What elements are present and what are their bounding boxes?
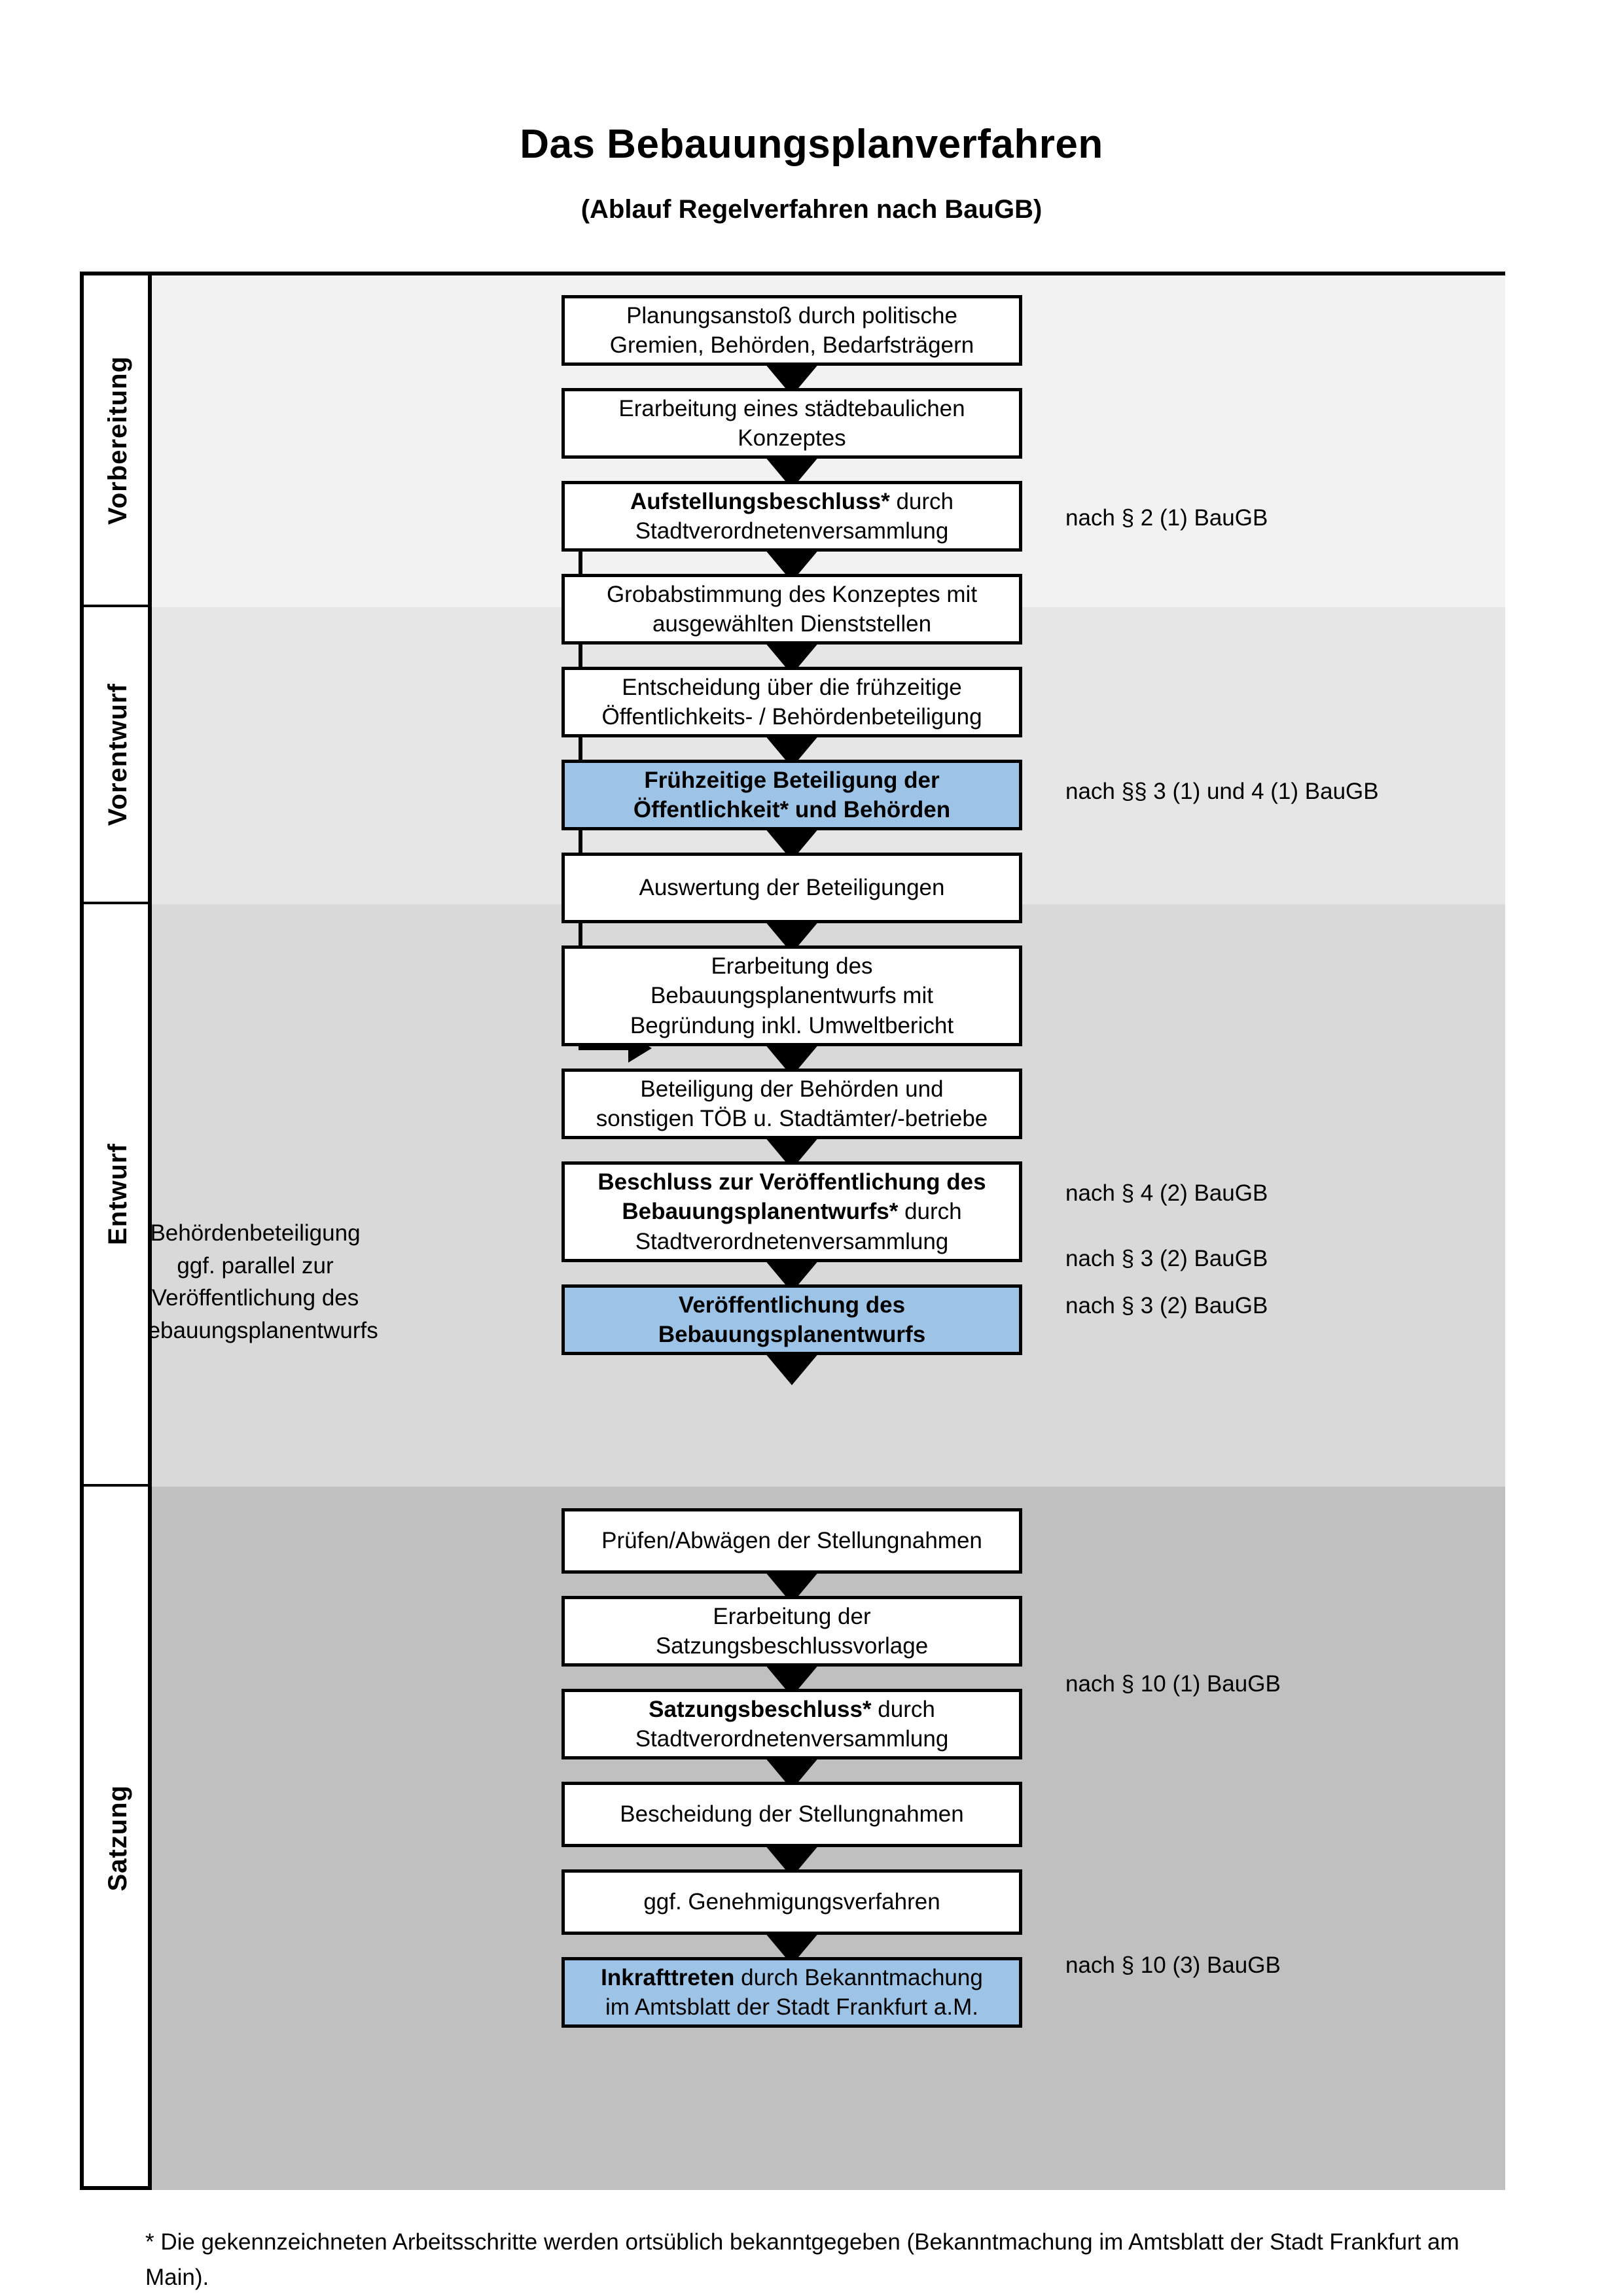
flow-box-15-line1: Bescheidung der Stellungnahmen	[620, 1801, 964, 1828]
flow-box-16[interactable]: ggf. Genehmigungsverfahren	[562, 1869, 1022, 1935]
flow-box-13-line2: Satzungsbeschlussvorlage	[655, 1633, 929, 1659]
flow-box-4-line2: ausgewählten Dienststellen	[652, 611, 932, 637]
flow-box-14-line1: Satzungsbeschluss*	[649, 1696, 872, 1722]
flow-box-11[interactable]: Veröffentlichung des Bebauungsplanentwur…	[562, 1284, 1022, 1355]
page-header: Das Bebauungsplanverfahren (Ablauf Regel…	[0, 0, 1623, 224]
legal-note-4: nach § 3 (2) BauGB	[1065, 1246, 1268, 1271]
phase-cell-entwurf: Entwurf	[84, 904, 152, 1487]
side-note-behoerdenbeteiligung: Behördenbeteiligung ggf. parallel zur Ve…	[108, 1217, 402, 1347]
flow-box-3-line1-rest: durch	[896, 488, 954, 514]
legal-note-6: nach § 10 (1) BauGB	[1065, 1671, 1281, 1697]
flow-box-10-line2-rest: durch	[904, 1199, 962, 1225]
side-note-line1: Behördenbeteiligung	[150, 1220, 361, 1246]
flow-box-17-line1: Inkrafttreten	[601, 1964, 735, 1990]
flow-box-1-line2: Gremien, Behörden, Bedarfsträgern	[609, 332, 974, 358]
flow-box-10-line2: Bebauungsplanentwurfs*	[622, 1199, 899, 1225]
flow-box-12[interactable]: Prüfen/Abwägen der Stellungnahmen	[562, 1508, 1022, 1574]
flow-box-5[interactable]: Entscheidung über die frühzeitige Öffent…	[562, 667, 1022, 737]
flow-box-2-line1: Erarbeitung eines städtebaulichen	[618, 395, 965, 421]
flow-box-6-line2: Öffentlichkeit* und Behörden	[633, 797, 951, 822]
page-subtitle: (Ablauf Regelverfahren nach BauGB)	[580, 195, 1043, 224]
flow-box-5-line1: Entscheidung über die frühzeitige	[622, 674, 962, 700]
side-note-line3: Veröffentlichung des	[151, 1285, 359, 1311]
flow-box-3[interactable]: Aufstellungsbeschluss* durch Stadtverord…	[562, 481, 1022, 552]
flow-box-9-line2: sonstigen TÖB u. Stadtämter/-betriebe	[596, 1106, 988, 1131]
flow-box-8[interactable]: Erarbeitung des Bebauungsplanentwurfs mi…	[562, 945, 1022, 1046]
flow-box-17[interactable]: Inkrafttreten durch Bekanntmachung im Am…	[562, 1957, 1022, 2028]
flow-box-1[interactable]: Planungsanstoß durch politische Gremien,…	[562, 295, 1022, 366]
legal-note-1: nach § 2 (1) BauGB	[1065, 505, 1268, 531]
flow-box-10[interactable]: Beschluss zur Veröffentlichung des Bebau…	[562, 1161, 1022, 1262]
flow-box-10-line1: Beschluss zur Veröffentlichung des	[597, 1169, 986, 1195]
phase-label-entwurf: Entwurf	[103, 1143, 132, 1245]
flow-box-17-line1-rest: durch Bekanntmachung	[741, 1964, 983, 1990]
flow-box-13-line1: Erarbeitung der	[713, 1603, 871, 1629]
flow-box-11-line1: Veröffentlichung des	[678, 1292, 906, 1318]
flow-box-7[interactable]: Auswertung der Beteiligungen	[562, 853, 1022, 923]
flow-box-12-line1: Prüfen/Abwägen der Stellungnahmen	[601, 1528, 982, 1554]
flow-box-17-line2: im Amtsblatt der Stadt Frankfurt a.M.	[605, 1994, 978, 2020]
flow-box-10-line3: Stadtverordnetenversammlung	[635, 1228, 949, 1254]
phase-label-vorbereitung: Vorbereitung	[103, 355, 132, 525]
flow-box-13[interactable]: Erarbeitung der Satzungsbeschlussvorlage	[562, 1596, 1022, 1667]
legal-note-7: nach § 10 (3) BauGB	[1065, 1952, 1281, 1978]
flow-box-16-line1: ggf. Genehmigungsverfahren	[643, 1889, 940, 1915]
flow-box-8-line3: Begründung inkl. Umweltbericht	[630, 1012, 954, 1038]
page-title: Das Bebauungsplanverfahren	[520, 122, 1103, 167]
flow-box-2[interactable]: Erarbeitung eines städtebaulichen Konzep…	[562, 388, 1022, 459]
bypass-line-bottom	[579, 1046, 631, 1050]
flow-box-9[interactable]: Beteiligung der Behörden und sonstigen T…	[562, 1069, 1022, 1139]
phase-cell-satzung: Satzung	[84, 1487, 152, 2190]
legal-note-5: nach § 3 (2) BauGB	[1065, 1293, 1268, 1318]
phase-label-vorentwurf: Vorentwurf	[103, 682, 132, 826]
flow-box-8-line2: Bebauungsplanentwurfs mit	[651, 983, 933, 1009]
flow-box-7-line1: Auswertung der Beteiligungen	[639, 875, 945, 901]
flowchart-frame: Vorbereitung Vorentwurf Entwurf Satzung …	[80, 272, 1505, 2190]
flow-box-9-line1: Beteiligung der Behörden und	[640, 1076, 944, 1102]
flow-box-11-line2: Bebauungsplanentwurfs	[658, 1322, 926, 1347]
flow-box-14[interactable]: Satzungsbeschluss* durch Stadtverordnete…	[562, 1689, 1022, 1759]
flow-box-2-line2: Konzeptes	[738, 425, 846, 451]
phase-label-satzung: Satzung	[103, 1785, 132, 1892]
legal-note-2: nach §§ 3 (1) und 4 (1) BauGB	[1065, 779, 1379, 804]
flow-box-4-line1: Grobabstimmung des Konzeptes mit	[606, 581, 978, 607]
phase-cell-vorentwurf: Vorentwurf	[84, 607, 152, 904]
flow-box-4[interactable]: Grobabstimmung des Konzeptes mit ausgewä…	[562, 574, 1022, 645]
side-note-line4: Bebauungsplanentwurfs	[132, 1318, 378, 1344]
footnote: * Die gekennzeichneten Arbeitsschritte w…	[145, 2229, 1459, 2291]
flow-box-14-line1-rest: durch	[878, 1696, 935, 1722]
legal-note-3: nach § 4 (2) BauGB	[1065, 1180, 1268, 1206]
side-note-line2: ggf. parallel zur	[177, 1252, 334, 1279]
flow-box-8-line1: Erarbeitung des	[711, 953, 873, 979]
flow-box-5-line2: Öffentlichkeits- / Behördenbeteiligung	[601, 704, 982, 730]
flow-box-15[interactable]: Bescheidung der Stellungnahmen	[562, 1782, 1022, 1847]
flow-box-1-line1: Planungsanstoß durch politische	[626, 302, 957, 328]
phase-label-column: Vorbereitung Vorentwurf Entwurf Satzung	[84, 275, 152, 2186]
phase-cell-vorbereitung: Vorbereitung	[84, 275, 152, 607]
flow-box-6[interactable]: Frühzeitige Beteiligung der Öffentlichke…	[562, 760, 1022, 830]
flow-box-6-line1: Frühzeitige Beteiligung der	[644, 767, 940, 793]
flow-box-14-line2: Stadtverordnetenversammlung	[635, 1726, 949, 1752]
flow-box-3-line1: Aufstellungsbeschluss*	[630, 488, 890, 514]
flow-box-3-line2: Stadtverordnetenversammlung	[635, 518, 949, 544]
